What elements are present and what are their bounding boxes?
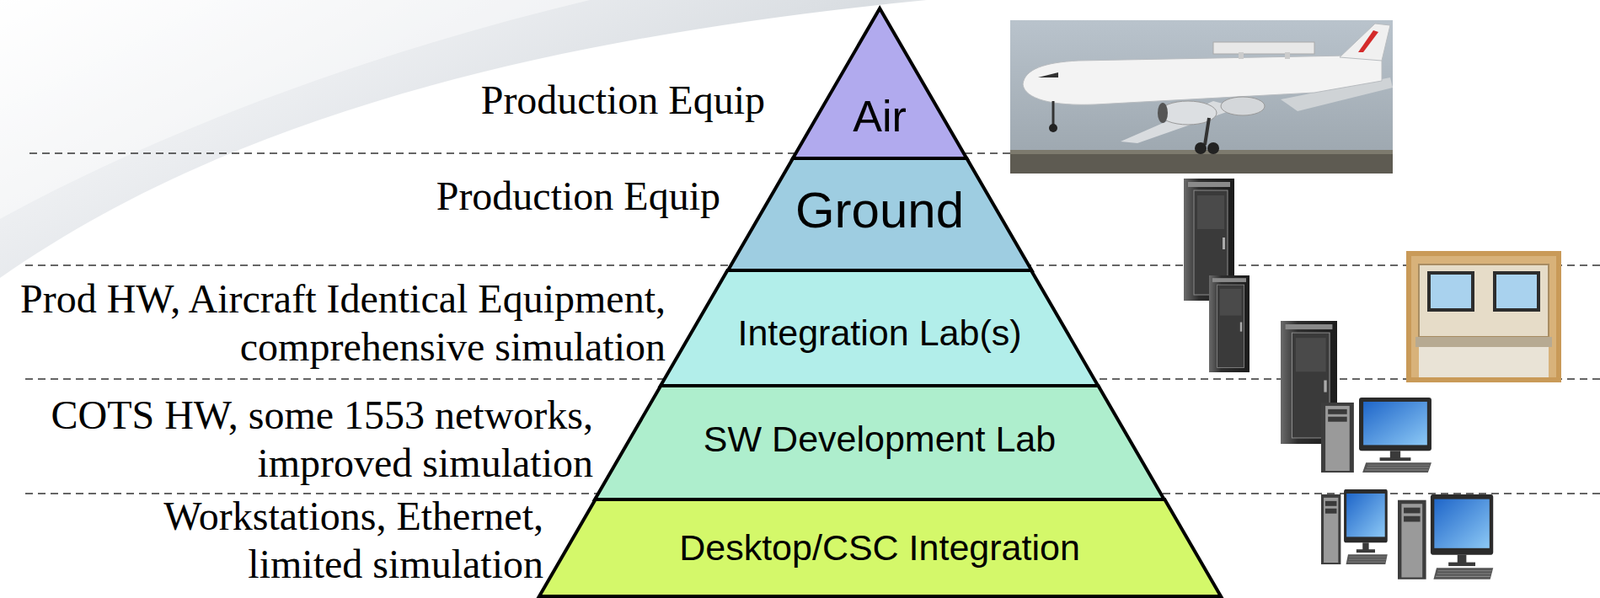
photo-ground — [1010, 153, 1393, 174]
aircraft-wheel — [1194, 142, 1207, 155]
aircraft-tail — [1339, 23, 1391, 61]
tail-marking — [1358, 30, 1379, 53]
landing-gear — [1052, 101, 1055, 127]
pyramid-tier: SW Development Lab — [594, 385, 1165, 500]
level-description: Production Equip — [481, 75, 766, 124]
lab-monitor — [1492, 271, 1541, 312]
desktop-computer — [1321, 489, 1388, 565]
tier-outline — [660, 270, 1098, 386]
aircraft-photo — [1010, 20, 1393, 174]
tier-label: SW Development Lab — [703, 418, 1056, 461]
tier-outline — [539, 499, 1221, 597]
desktop-computer — [1397, 494, 1493, 580]
tier-outline — [594, 385, 1165, 500]
tier-outline — [792, 8, 967, 159]
tier-outline — [727, 158, 1032, 271]
level-description: Workstations, Ethernet, limited simulati… — [139, 492, 544, 589]
lab-console — [1418, 264, 1549, 338]
cockpit-window — [1038, 72, 1059, 78]
lab-screen — [1430, 274, 1472, 309]
lab-monitor — [1427, 271, 1475, 312]
level-description: Prod HW, Aircraft Identical Equipment, c… — [4, 274, 666, 371]
aircraft-wheel — [1048, 123, 1058, 133]
radar-strut — [1238, 52, 1244, 59]
lab-desk — [1415, 337, 1552, 348]
pyramid-tier: Desktop/CSC Integration — [539, 499, 1221, 597]
tier-label: Desktop/CSC Integration — [679, 527, 1081, 569]
tier-label: Ground — [795, 181, 964, 240]
pyramid-tier: Ground — [727, 158, 1032, 271]
photo-sky — [1010, 20, 1393, 174]
lab-photo — [1406, 251, 1562, 383]
pyramid-tier: Integration Lab(s) — [660, 270, 1098, 386]
desktop-computer — [1321, 397, 1432, 473]
photo-frame — [1406, 251, 1562, 383]
lab-screen — [1496, 274, 1537, 309]
aircraft-fuselage — [1022, 55, 1382, 105]
aircraft-engine — [1220, 96, 1265, 116]
level-description: Production Equip — [436, 171, 721, 220]
level-description: COTS HW, some 1553 networks, improved si… — [28, 390, 594, 487]
engine-intake — [1157, 102, 1168, 124]
tier-label: Integration Lab(s) — [737, 312, 1022, 354]
level-divider — [25, 153, 1600, 494]
aircraft-wheel — [1207, 142, 1220, 155]
tier-label: Air — [852, 91, 907, 143]
server-rack — [1209, 275, 1250, 373]
radar-array — [1213, 42, 1315, 54]
pyramid-tier: Air — [792, 8, 967, 159]
lab-desk-front — [1418, 347, 1549, 378]
radar-strut — [1284, 52, 1290, 59]
photo-wall — [1411, 256, 1557, 378]
landing-gear — [1204, 117, 1210, 145]
